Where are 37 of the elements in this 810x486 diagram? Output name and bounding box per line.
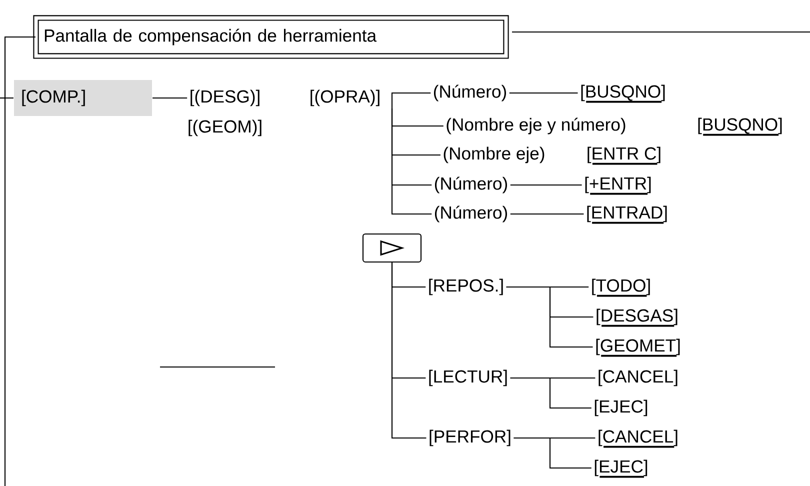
soft-key-box: [COMP.] <box>14 80 152 116</box>
menu-text: [PERFOR] <box>430 430 510 446</box>
menu-text: [EJEC] <box>594 400 648 416</box>
connector-line <box>391 92 431 108</box>
connector-line <box>391 262 426 439</box>
connector-line <box>510 377 592 409</box>
menu-text: (Número) <box>434 206 507 222</box>
menu-text: (Número) <box>434 84 506 102</box>
soft-key-text: [ENTRAD] <box>587 206 667 224</box>
soft-key-text: [+ENTR] <box>585 176 651 195</box>
menu-text: [CANCEL] <box>598 370 678 386</box>
soft-key-text: [TODO] <box>592 278 650 297</box>
connector-line <box>510 213 584 215</box>
soft-key-text: [BUSQNO] <box>581 84 665 103</box>
soft-key-text: [ENTR C] <box>588 146 660 165</box>
menu-text: [(OPRA)] <box>310 90 380 106</box>
soft-key-text: [DESGAS] <box>596 308 678 327</box>
connector-line <box>510 184 582 186</box>
menu-text: (Nombre eje) <box>444 146 544 164</box>
screen-title-box: Pantalla de compensación de herramienta <box>33 15 509 59</box>
connector-line <box>152 97 188 99</box>
menu-text: (Número) <box>434 176 507 194</box>
connector-line <box>4 36 36 99</box>
menu-text: [LECTUR] <box>429 370 507 386</box>
soft-key-text: [EJEC] <box>594 460 648 478</box>
connector-line <box>391 108 432 215</box>
connector-line <box>509 92 578 94</box>
menu-text: (Nombre eje y número) <box>446 118 626 134</box>
menu-text: [(DESG)] <box>190 90 260 106</box>
menu-text: [REPOS.] <box>429 278 503 296</box>
menu-text: [(GEOM)] <box>188 120 262 136</box>
connector-line <box>506 286 593 348</box>
soft-key-text: [BUSQNO] <box>698 118 782 136</box>
next-key-button <box>362 233 422 263</box>
connector-line <box>514 437 592 469</box>
soft-key-text: [GEOMET] <box>596 338 680 357</box>
soft-key-text: [CANCEL] <box>598 430 678 448</box>
